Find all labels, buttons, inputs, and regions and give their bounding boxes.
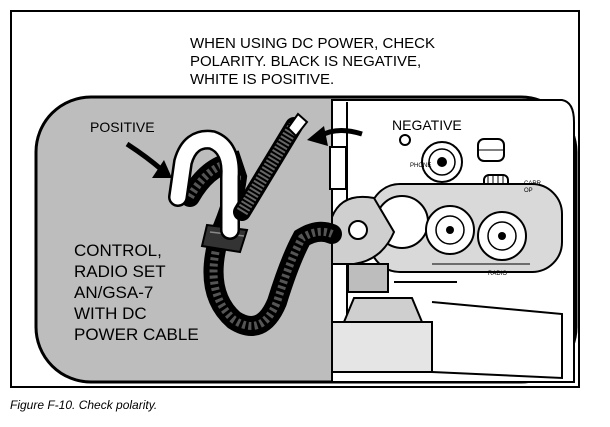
cable-description-line: AN/GSA-7 <box>74 283 154 302</box>
equipment-illustration <box>34 95 578 384</box>
carr-op-label: CARR OP <box>524 181 541 195</box>
phone-jack-cap <box>477 138 505 162</box>
radio-label: RADIO <box>488 271 508 277</box>
positive-lead <box>168 129 241 240</box>
figure-frame: WHEN USING DC POWER, CHECK POLARITY. BLA… <box>10 10 580 388</box>
figure-caption: Figure F-10. Check polarity. <box>10 398 158 412</box>
cable-description: CONTROL, RADIO SET AN/GSA-7 WITH DC POWE… <box>74 240 199 345</box>
negative-arrow <box>307 126 363 146</box>
mounting-base <box>331 297 563 380</box>
polarity-note-line: POLARITY. BLACK IS NEGATIVE, <box>190 53 422 70</box>
negative-label: NEGATIVE <box>392 117 462 133</box>
carr-op-label-line: OP <box>524 188 533 194</box>
negative-terminal <box>329 146 347 190</box>
indicator-lamp <box>399 134 411 146</box>
phone-connector <box>421 141 463 183</box>
connector-cluster <box>369 183 563 273</box>
phone-label: PHONE <box>410 163 432 169</box>
cable-description-line: POWER CABLE <box>74 325 199 344</box>
polarity-note-line: WHITE IS POSITIVE. <box>190 71 335 88</box>
positive-label: POSITIVE <box>90 119 155 135</box>
cable-plug <box>331 195 396 293</box>
polarity-note-line: WHEN USING DC POWER, CHECK <box>190 35 436 52</box>
carr-op-label-line: CARR <box>524 181 542 187</box>
cable-description-line: WITH DC <box>74 304 147 323</box>
cable-description-line: RADIO SET <box>74 262 166 281</box>
positive-arrow <box>125 141 172 178</box>
cable-description-line: CONTROL, <box>74 241 162 260</box>
negative-lead <box>233 112 309 221</box>
polarity-note: WHEN USING DC POWER, CHECK POLARITY. BLA… <box>190 35 530 89</box>
